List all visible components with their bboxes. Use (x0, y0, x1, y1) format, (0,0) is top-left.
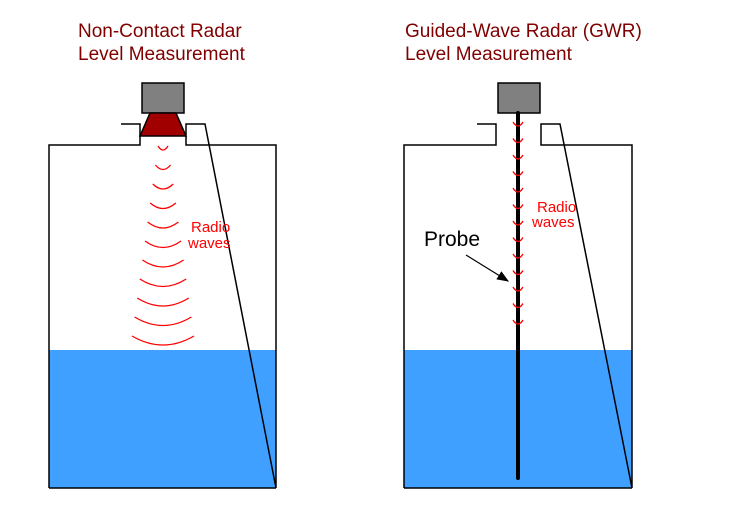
left-wave-label-line1: Radio (191, 219, 230, 236)
guided-wave-arc (512, 220, 524, 226)
left-wave-label-line2: waves (187, 235, 231, 252)
guided-wave-arc (512, 204, 524, 210)
radio-wave-arc (136, 297, 190, 307)
radio-wave-arc (134, 316, 192, 327)
radio-wave-arc (142, 259, 184, 268)
guided-wave-arc (512, 121, 524, 127)
guided-wave-radar-panel: Guided-Wave Radar (GWR) Level Measuremen… (403, 21, 642, 489)
arrow-icon (465, 254, 510, 282)
radio-wave-arc (152, 183, 174, 190)
horn-antenna-icon (138, 112, 188, 137)
left-radio-waves (131, 145, 195, 346)
left-tank-outline (48, 123, 277, 489)
non-contact-radar-panel: Non-Contact Radar Level Measurement Radi… (48, 21, 277, 489)
right-radio-waves (512, 121, 524, 325)
left-title-line1: Non-Contact Radar (78, 21, 242, 42)
probe-label: Probe (424, 228, 480, 251)
guided-wave-arc (512, 319, 524, 325)
left-liquid (49, 350, 276, 488)
guided-wave-arc (512, 286, 524, 292)
guided-wave-arc (512, 154, 524, 160)
guided-wave-arc (512, 270, 524, 276)
radio-wave-arc (147, 221, 179, 229)
right-wave-label-line2: waves (531, 214, 575, 231)
radio-wave-arc (144, 240, 182, 249)
guided-wave-arc (512, 237, 524, 243)
radar-transmitter-icon (497, 82, 541, 114)
left-title-line2: Level Measurement (78, 44, 246, 65)
radio-wave-arc (157, 145, 169, 151)
radio-wave-arc (139, 278, 187, 288)
right-wave-label-line1: Radio (537, 199, 576, 216)
radio-wave-arc (149, 202, 177, 210)
guided-wave-arc (512, 253, 524, 259)
right-tank-outline (403, 123, 633, 489)
radio-wave-arc (131, 335, 195, 346)
radar-transmitter-icon (141, 82, 185, 114)
guided-wave-arc (512, 187, 524, 193)
radio-wave-arc (154, 164, 172, 171)
right-title-line2: Level Measurement (405, 44, 573, 65)
guided-wave-arc (512, 171, 524, 177)
guided-wave-arc (512, 303, 524, 309)
guided-wave-arc (512, 138, 524, 144)
right-title-line1: Guided-Wave Radar (GWR) (405, 21, 642, 42)
